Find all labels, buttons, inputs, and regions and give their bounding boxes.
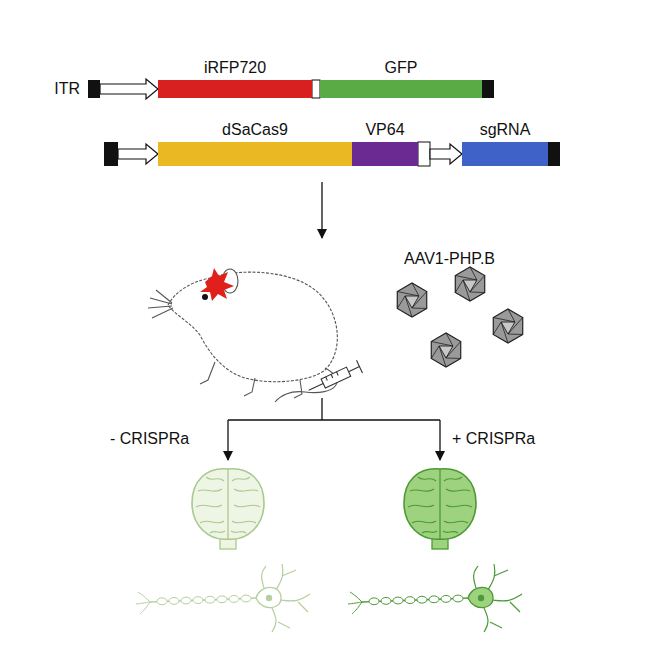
- gene-box: GFP: [320, 80, 482, 98]
- gene-label: iRFP720: [204, 59, 266, 77]
- itr-box: [548, 142, 560, 166]
- promoter-arrow: [430, 144, 462, 164]
- flow-arrow: [321, 182, 322, 238]
- injection-site: [200, 268, 234, 301]
- aav-capsids: [397, 267, 522, 367]
- syringe: [306, 360, 363, 396]
- gene-box: sgRNA: [462, 142, 548, 166]
- neurons: [136, 564, 522, 632]
- mouse: [148, 269, 337, 402]
- condition-label: + CRISPRa: [452, 430, 535, 448]
- gene-label: GFP: [385, 59, 418, 77]
- itr-box: ITR: [88, 80, 100, 98]
- branch-arrow: [227, 420, 228, 460]
- brains: [192, 469, 476, 549]
- gene-label: sgRNA: [480, 121, 531, 139]
- vector-label: AAV1-PHP.B: [404, 250, 495, 268]
- branch-line: [228, 419, 440, 420]
- mouse-eye: [202, 294, 208, 300]
- promoter-arrow: [100, 79, 158, 99]
- gene-box: dSaCas9: [158, 142, 352, 166]
- gene-box: iRFP720: [158, 80, 312, 98]
- linker-box: [418, 142, 430, 166]
- condition-label: - CRISPRa: [110, 430, 189, 448]
- branch-line: [321, 398, 322, 420]
- linker-box: [312, 80, 320, 98]
- itr-box: [482, 80, 494, 98]
- itr-box: [104, 142, 118, 166]
- gene-label: ITR: [54, 80, 80, 98]
- promoter-arrow: [118, 144, 158, 164]
- gene-label: VP64: [365, 121, 404, 139]
- gene-label: dSaCas9: [222, 121, 288, 139]
- gene-box: VP64: [352, 142, 418, 166]
- branch-arrow: [439, 420, 440, 460]
